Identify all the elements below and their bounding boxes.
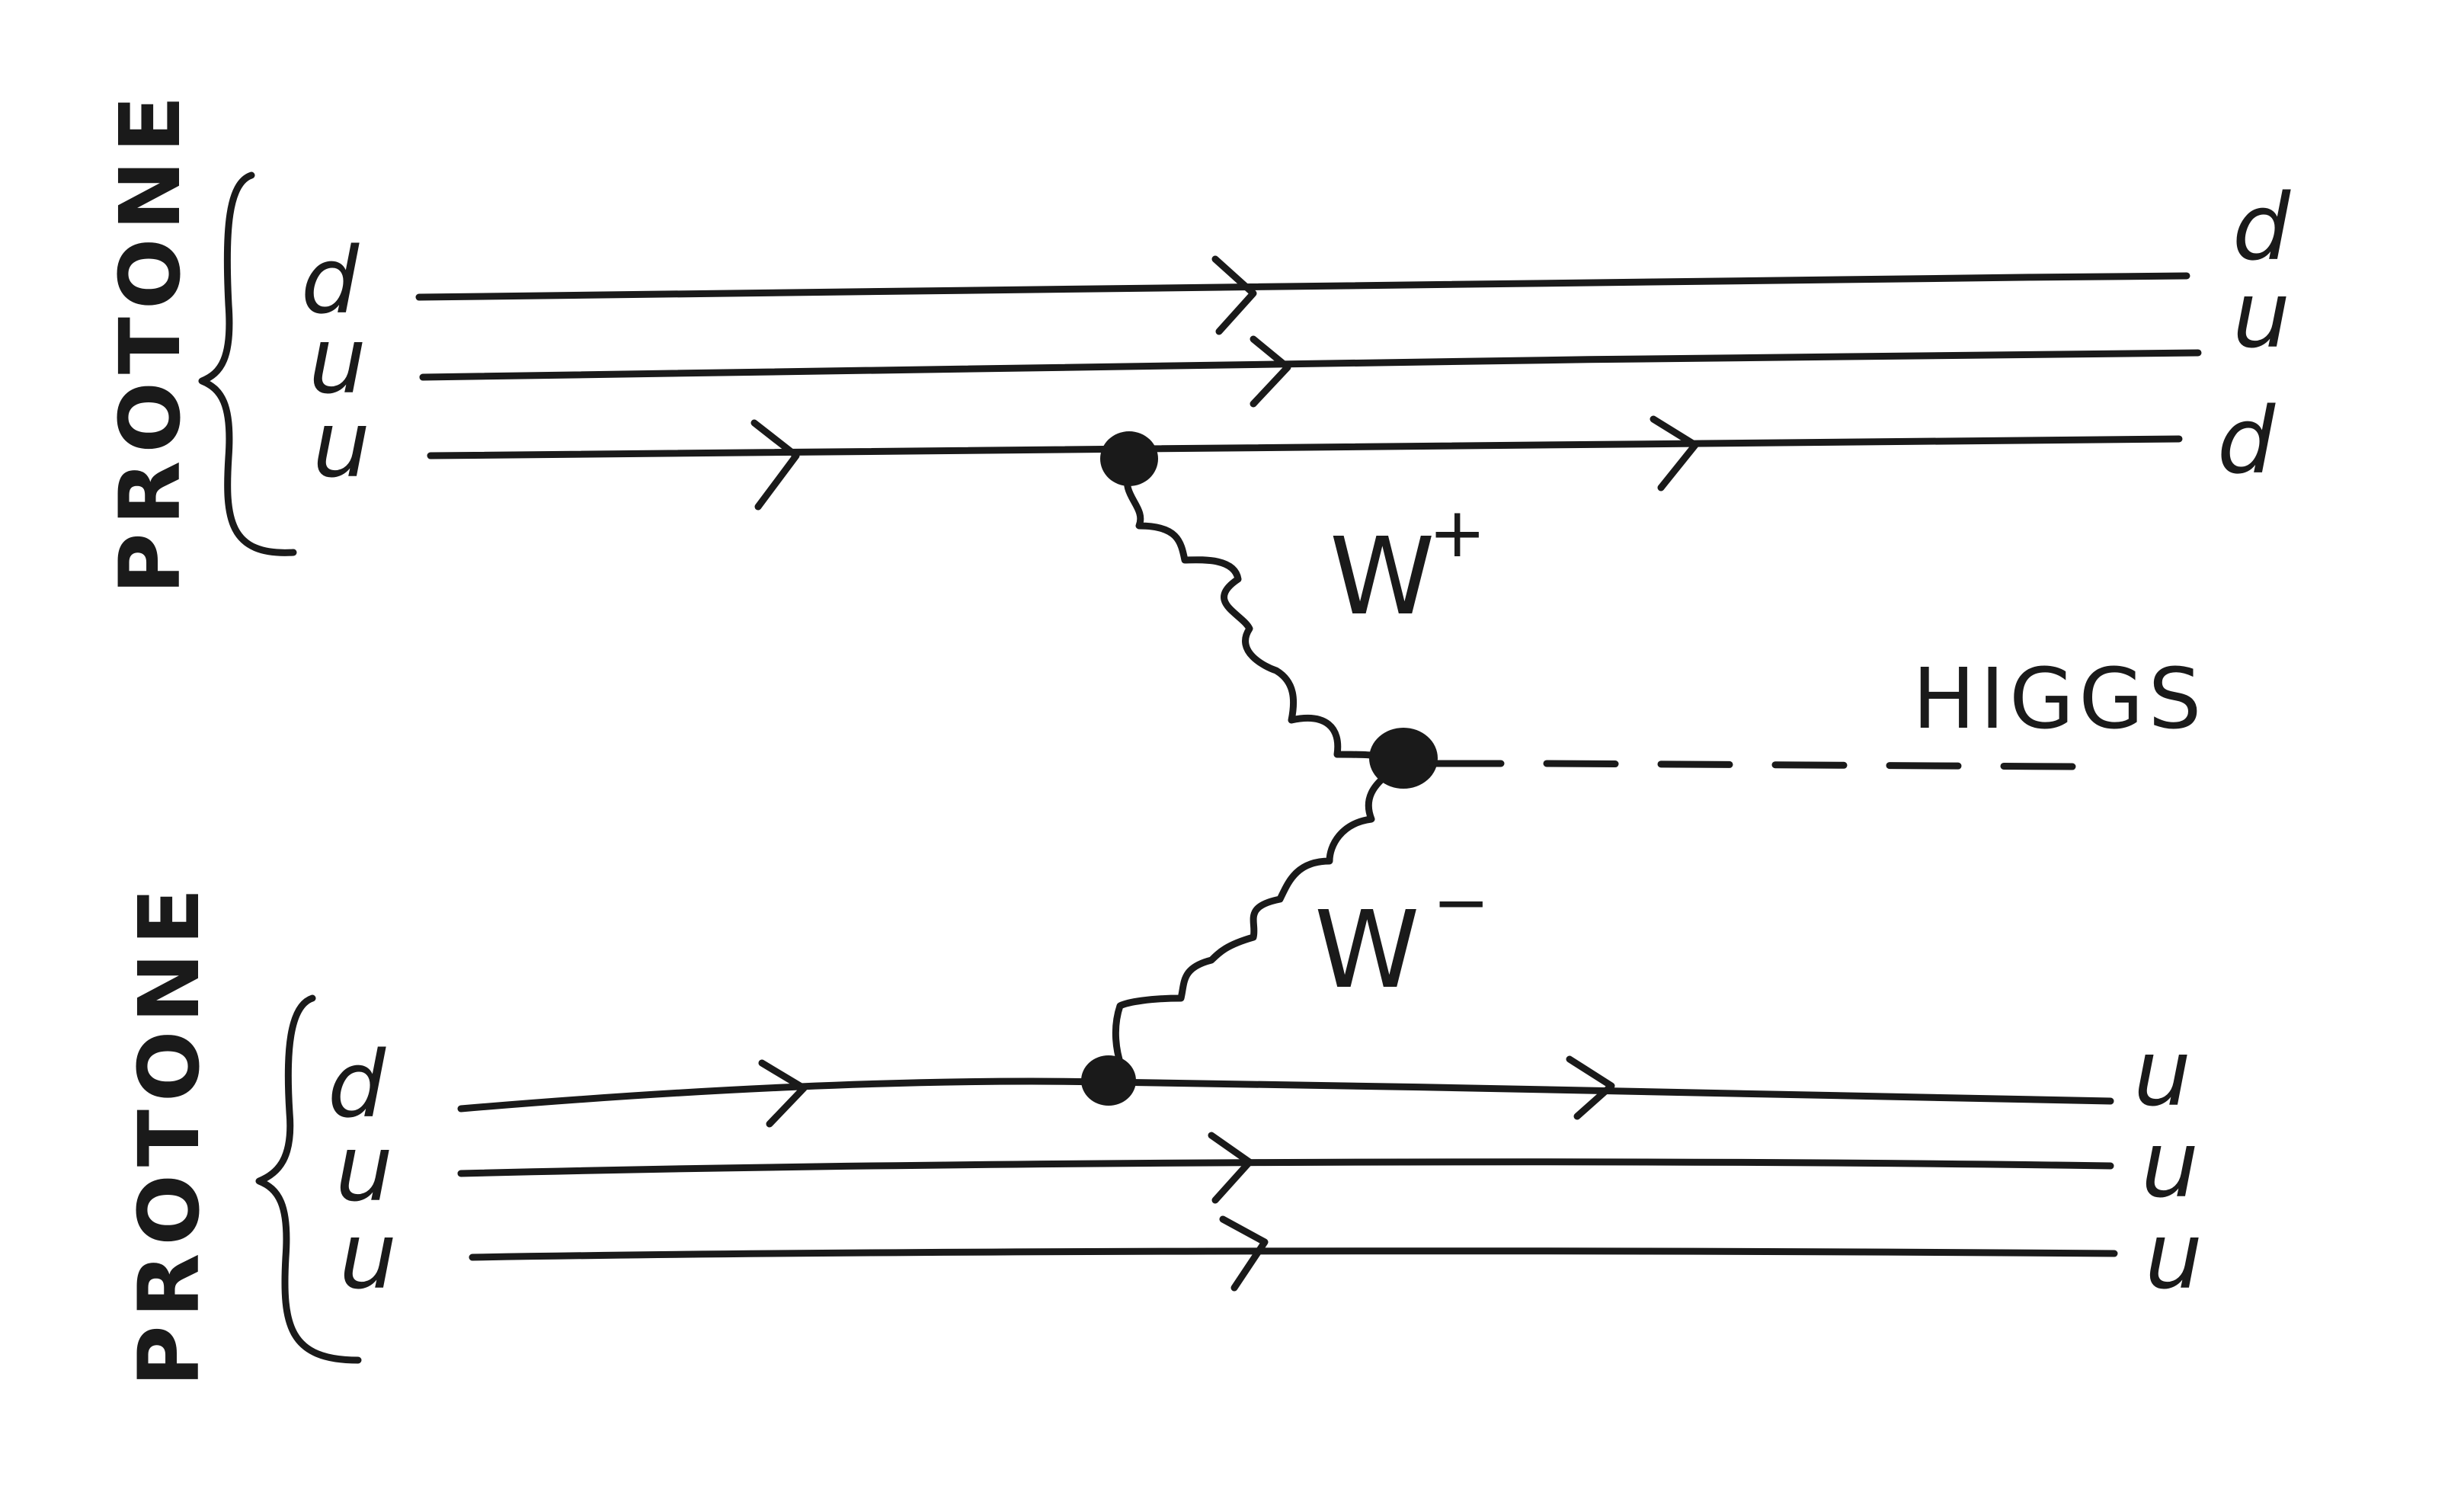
top-arrow-3a [750, 419, 800, 511]
higgs-line [1429, 760, 2076, 770]
bottom-quark-line-3 [469, 1247, 2118, 1261]
top-quark-line-2 [419, 349, 2202, 381]
w-plus-label: W [1330, 515, 1435, 639]
top-quark-line-3 [427, 435, 2183, 459]
w-minus-label: W [1314, 888, 1419, 1013]
bottom-quark-line-1 [457, 1077, 2114, 1113]
w-plus-charge: + [1429, 493, 1486, 573]
bottom-in-quark-2: u [335, 1116, 393, 1222]
bottom-out-quark-2: u [2141, 1113, 2199, 1218]
bottom-out-quark-3: u [2145, 1204, 2203, 1310]
bottom-quark-line-2 [457, 1158, 2114, 1177]
bottom-proton-label: PROTONE [120, 880, 218, 1387]
bottom-vertex [1081, 1055, 1136, 1106]
w-minus-line [1105, 766, 1398, 1086]
top-arrow-3b [1650, 415, 1699, 491]
higgs-vertex [1369, 728, 1438, 789]
bottom-in-quark-3: u [339, 1204, 397, 1310]
top-arrow-1 [1211, 255, 1257, 335]
top-in-quark-2: u [309, 309, 366, 415]
top-out-quark-3: d [2217, 389, 2276, 495]
w-minus-charge: − [1432, 863, 1490, 943]
bottom-out-quark-1: u [2133, 1021, 2191, 1127]
top-out-quark-1: d [2232, 175, 2291, 281]
bottom-arrow-3 [1219, 1215, 1269, 1292]
top-proton-brace [198, 171, 297, 556]
top-in-quark-3: u [312, 392, 370, 498]
top-quark-line-1 [415, 272, 2190, 301]
bottom-arrow-2 [1208, 1132, 1253, 1204]
w-plus-line [1124, 469, 1398, 766]
top-arrow-2 [1250, 335, 1291, 408]
bottom-arrow-1b [1566, 1055, 1615, 1120]
higgs-label: HIGGS [1912, 650, 2206, 748]
top-out-quark-2: u [2232, 263, 2290, 369]
top-vertex [1100, 431, 1158, 486]
top-in-quark-1: d [301, 229, 360, 335]
top-proton-label: PROTONE [101, 88, 199, 594]
bottom-arrow-1a [758, 1059, 808, 1128]
bottom-in-quark-1: d [328, 1033, 386, 1138]
bottom-proton-brace [255, 994, 362, 1364]
